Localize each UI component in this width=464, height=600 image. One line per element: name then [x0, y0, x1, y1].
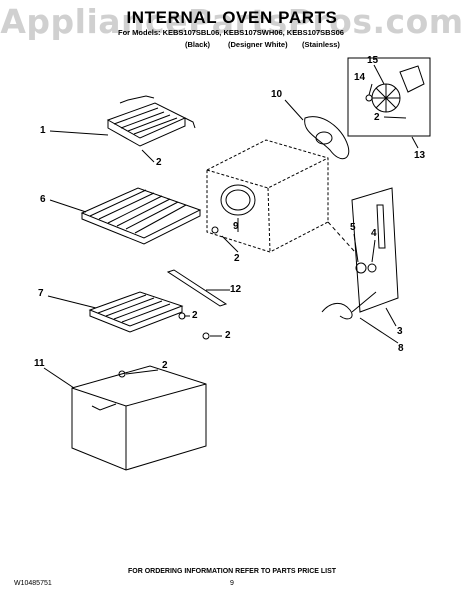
leader-line	[385, 307, 397, 327]
leader-line	[221, 235, 239, 253]
leader-line	[125, 369, 159, 375]
sensor-bracket-drawing	[351, 187, 399, 313]
oven-cavity-drawing	[206, 139, 329, 253]
finish-black: (Black)	[185, 40, 211, 49]
ordering-note: FOR ORDERING INFORMATION REFER TO PARTS …	[127, 568, 337, 575]
leader-line	[411, 136, 419, 149]
callout-8: 8	[398, 343, 404, 354]
callout-2: 2	[225, 330, 231, 341]
watermark: AppliancePartsPros.com	[0, 2, 464, 41]
sensor-probe-drawing	[321, 291, 377, 320]
callout-2: 2	[162, 360, 168, 371]
callout-13: 13	[414, 150, 426, 161]
callout-2: 2	[374, 112, 380, 123]
callout-9: 9	[233, 221, 239, 232]
element-cover-drawing	[71, 365, 207, 471]
bake-element-drawing	[88, 291, 184, 333]
models-line: For Models: KEBS107SBL06, KEBS107SWH06, …	[118, 28, 344, 37]
callout-15: 15	[367, 55, 379, 66]
callout-1: 1	[40, 125, 46, 136]
finish-designer-white: (Designer White)	[228, 40, 288, 49]
callout-2: 2	[156, 157, 162, 168]
broil-element-drawing	[106, 95, 196, 147]
callout-3: 3	[397, 326, 403, 337]
callout-11: 11	[34, 358, 45, 369]
callout-7: 7	[38, 288, 44, 299]
leader-line	[359, 317, 399, 344]
oven-rack-drawing	[80, 187, 202, 245]
leader-line	[373, 64, 385, 85]
convection-element-drawing	[304, 116, 350, 160]
leader-line	[49, 130, 109, 136]
leader-line	[284, 99, 304, 121]
fan-detail-box	[347, 57, 431, 137]
leader-line	[47, 295, 97, 309]
callout-4: 4	[371, 228, 377, 239]
leader-line	[43, 367, 75, 389]
callout-6: 6	[40, 194, 46, 205]
leader-line	[49, 199, 87, 213]
leader-line	[383, 116, 407, 119]
callout-2: 2	[234, 253, 240, 264]
callout-2: 2	[192, 310, 198, 321]
document-number: W10485751	[14, 580, 52, 587]
callout-5: 5	[350, 222, 356, 233]
leader-line	[353, 233, 359, 263]
finish-stainless: (Stainless)	[302, 40, 340, 49]
leader-line	[368, 83, 373, 96]
leader-line	[141, 149, 155, 163]
page-title: INTERNAL OVEN PARTS	[126, 8, 338, 27]
callout-14: 14	[354, 72, 366, 83]
leader-line	[371, 239, 376, 263]
convection-fan-drawing	[365, 65, 425, 113]
callout-12: 12	[230, 284, 242, 295]
callout-10: 10	[271, 89, 283, 100]
page-number: 9	[230, 580, 234, 587]
